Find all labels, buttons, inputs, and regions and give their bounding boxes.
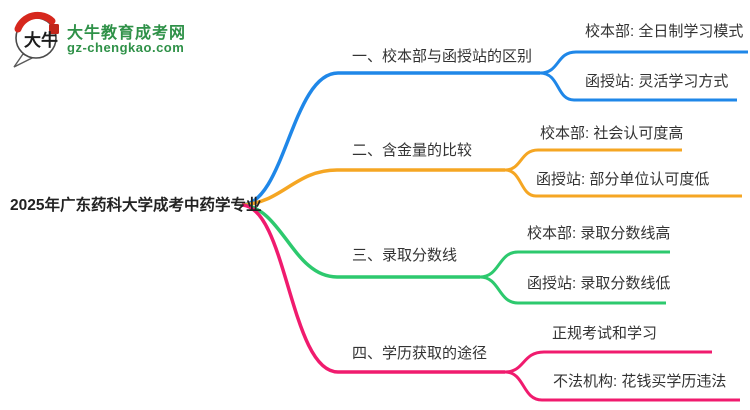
branch-1-leaf-2-connector	[539, 71, 737, 102]
logo-url: gz-chengkao.com	[67, 40, 185, 55]
branch-3-leaf-2: 函授站: 录取分数线低	[527, 275, 671, 292]
branch-1-leaf-1-connector	[539, 50, 748, 75]
branch-4-leaf-1-connector	[504, 350, 712, 374]
branch-1-label: 一、校本部与函授站的区别	[352, 48, 533, 65]
branch-3-leaf-1: 校本部: 录取分数线高	[527, 225, 671, 242]
branch-3-label: 三、录取分数线	[352, 247, 458, 264]
branch-2-leaf-1-connector	[504, 148, 682, 172]
branch-3-leaf-1-connector	[479, 250, 670, 279]
branch-1-leaf-1: 校本部: 全日制学习模式	[585, 23, 744, 40]
branch-3-leaf-2-connector	[479, 275, 666, 305]
branch-4-curve	[241, 203, 505, 374]
site-logo: 大牛 大牛教育成考网 gz-chengkao.com	[8, 6, 238, 68]
branch-1-leaf-2: 函授站: 灵活学习方式	[585, 73, 729, 90]
branch-4-leaf-2-connector	[504, 370, 740, 402]
branch-2-leaf-2: 函授站: 部分单位认可度低	[536, 171, 710, 188]
central-topic: 2025年广东药科大学成考中药学专业	[10, 197, 262, 214]
branch-3-curve	[241, 203, 480, 279]
branch-4-leaf-2: 不法机构: 花钱买学历违法	[553, 373, 727, 390]
daniu-bubble-icon: 大牛	[13, 11, 59, 68]
branch-2-leaf-1: 校本部: 社会认可度高	[540, 125, 684, 142]
branch-2-leaf-2-connector	[504, 168, 742, 198]
branch-2-label: 二、含金量的比较	[352, 142, 473, 159]
branch-2-curve	[241, 168, 505, 207]
branch-1-curve	[241, 71, 540, 207]
branch-4-leaf-1: 正规考试和学习	[552, 325, 658, 342]
daniu-mark-text: 大牛	[24, 30, 58, 50]
logo-title: 大牛教育成考网	[67, 25, 187, 42]
branch-4-label: 四、学历获取的途径	[352, 345, 488, 362]
